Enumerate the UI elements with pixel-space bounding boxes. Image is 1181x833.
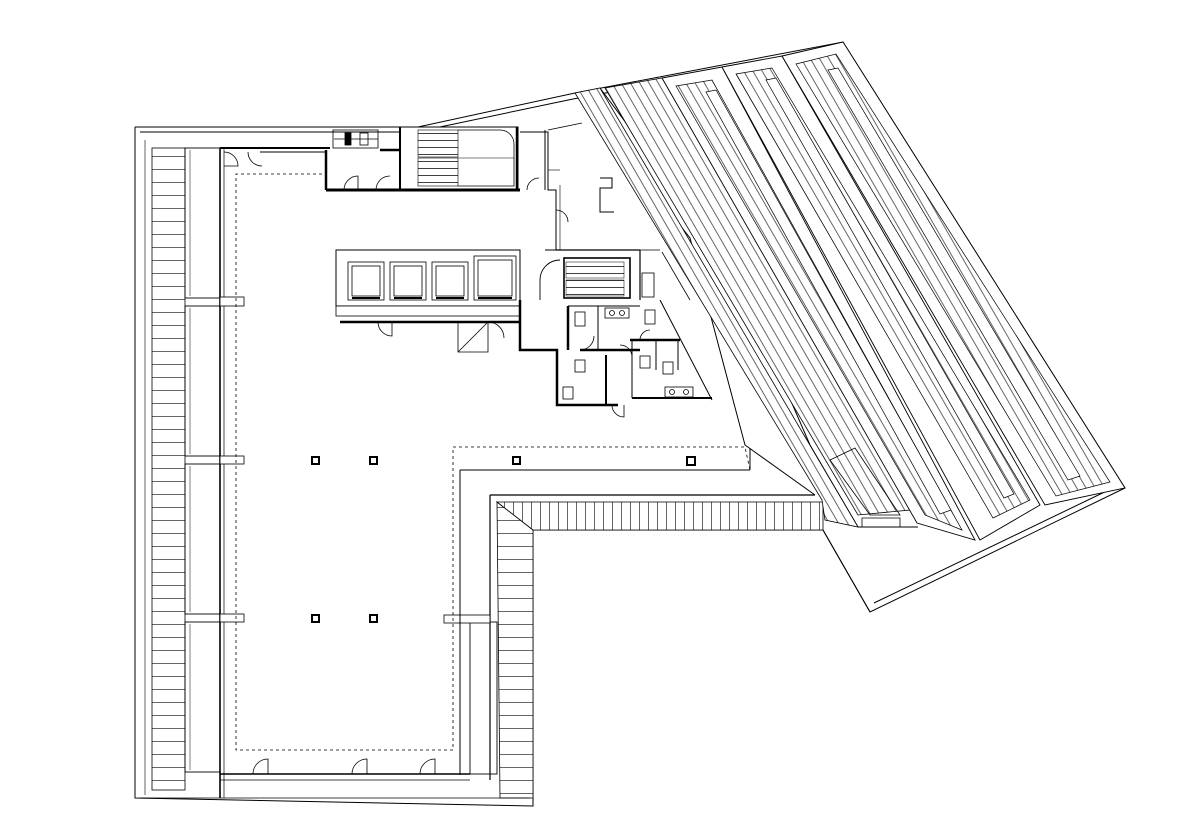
entry-door-north-west[interactable] — [223, 151, 263, 167]
east-wing-decking-strip-1 — [574, 87, 859, 528]
east-wing-planter-3 — [781, 41, 1126, 506]
elevator-car-1 — [347, 261, 385, 301]
stair-core-north — [324, 126, 520, 192]
service-ramp — [457, 321, 505, 353]
south-facade — [140, 773, 530, 799]
open-plan-dashed-outline — [235, 173, 751, 751]
corridor-walls — [520, 130, 614, 251]
south-entry-door-1[interactable] — [252, 758, 269, 775]
south-entry-door-2[interactable] — [351, 758, 368, 775]
west-facade-wall — [219, 148, 245, 798]
structural-columns — [311, 456, 696, 623]
lift-lobby-door[interactable] — [377, 321, 393, 337]
south-entry-door-3[interactable] — [419, 758, 436, 775]
wc-fixtures — [562, 307, 694, 400]
wc-doors[interactable] — [579, 329, 651, 418]
stair-door[interactable] — [343, 175, 391, 191]
east-wing-planter-1 — [661, 66, 976, 541]
south-terrace-decking — [443, 448, 824, 799]
elevator-car-4 — [473, 255, 517, 301]
elevator-car-3 — [431, 261, 469, 301]
north-wall — [220, 147, 330, 153]
core-curtain-wall — [547, 122, 691, 301]
east-wing-corner-bench — [829, 447, 901, 528]
west-terrace-decking — [144, 140, 221, 795]
corridor-door[interactable] — [526, 177, 569, 223]
wc-block — [518, 299, 713, 407]
elevator-car-2 — [389, 261, 427, 301]
shaft-equipment — [332, 129, 379, 149]
elevator-bank — [335, 249, 521, 324]
stair-core-east — [539, 249, 655, 300]
east-wing-planter-2 — [721, 55, 1041, 541]
